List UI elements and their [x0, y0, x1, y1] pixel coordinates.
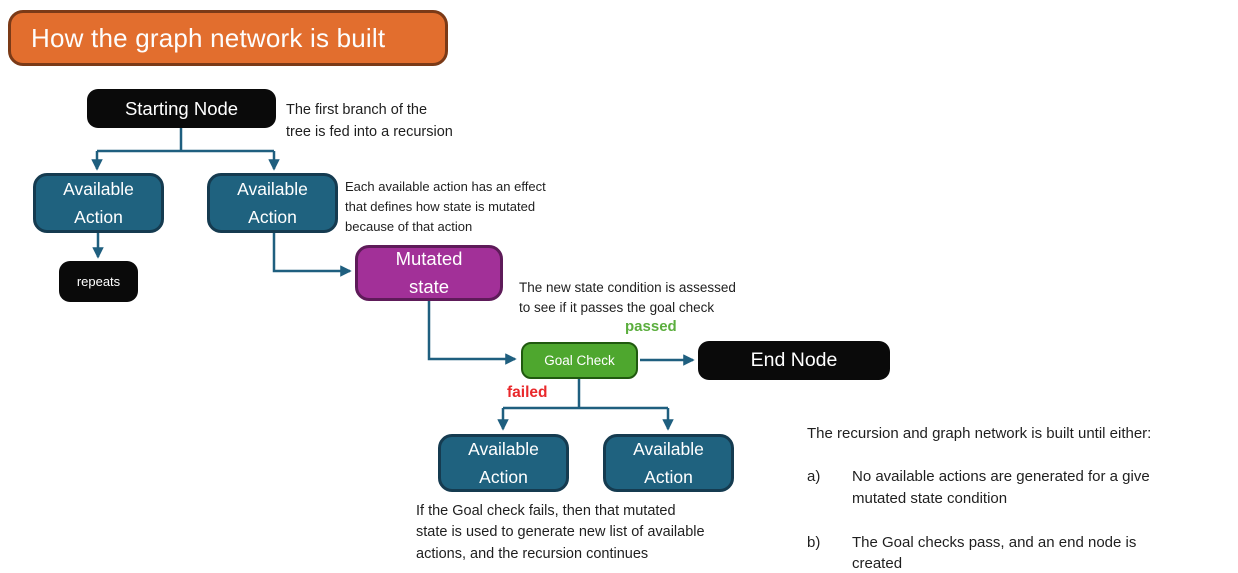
available-action-node-1: Available Action	[33, 173, 164, 233]
note-built-until-item-a: a) No available actions are generated fo…	[807, 466, 1237, 510]
available-action-node-3: Available Action	[438, 434, 569, 492]
note-built-until-item-b: b) The Goal checks pass, and an end node…	[807, 532, 1237, 573]
end-node: End Node	[698, 341, 890, 380]
list-text-a: No available actions are generated for a…	[852, 468, 1150, 507]
note-goal-fails: If the Goal check fails, then that mutat…	[416, 503, 705, 562]
edge-label-passed: passed	[625, 318, 677, 335]
diagram-title-label: How the graph network is built	[31, 22, 386, 53]
note-action-effect: Each available action has an effect that…	[345, 179, 546, 234]
connector-to-goal-check	[427, 301, 517, 365]
list-text-b: The Goal checks pass, and an end node is…	[852, 533, 1137, 573]
starting-node: Starting Node	[87, 89, 276, 128]
mutated-state-node: Mutated state	[355, 245, 503, 301]
edge-label-failed: failed	[507, 384, 548, 401]
repeats-node: repeats	[59, 261, 138, 302]
diagram-title: How the graph network is built	[8, 10, 448, 66]
note-state-assessed: The new state condition is assessed to s…	[519, 280, 736, 316]
goal-check-node: Goal Check	[521, 342, 638, 379]
connector-to-mutated	[272, 233, 352, 277]
note-built-until: The recursion and graph network is built…	[807, 401, 1237, 573]
available-action-node-2: Available Action	[207, 173, 338, 233]
available-action-node-4: Available Action	[603, 434, 734, 492]
list-marker-a: a)	[807, 468, 821, 486]
list-marker-b: b)	[807, 533, 821, 551]
note-built-until-intro: The recursion and graph network is built…	[807, 424, 1152, 442]
note-first-branch: The first branch of the tree is fed into…	[286, 102, 453, 141]
